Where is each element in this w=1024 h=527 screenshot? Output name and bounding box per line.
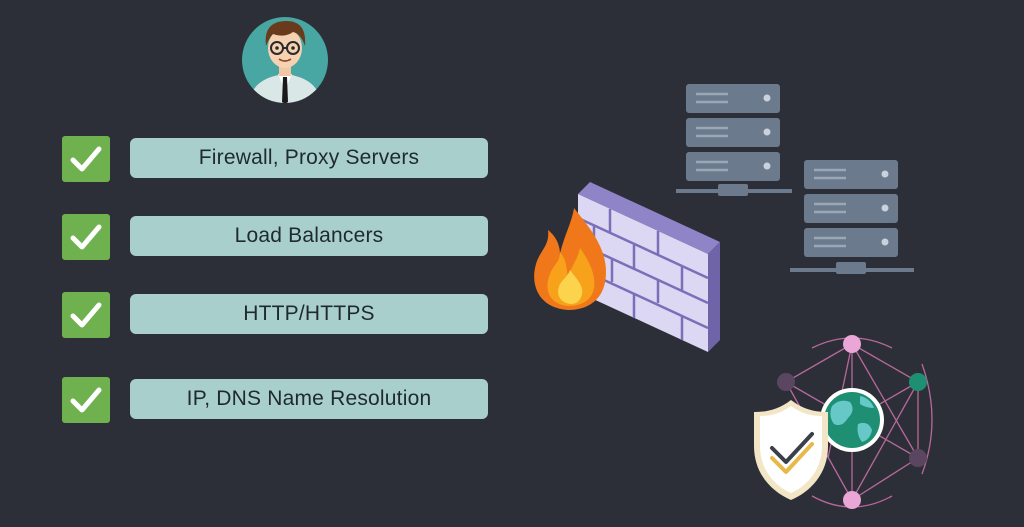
user-avatar: [242, 17, 328, 103]
checklist-label: IP, DNS Name Resolution: [130, 379, 488, 419]
fire-icon: [534, 208, 606, 310]
checkmark-icon: [62, 136, 110, 182]
checkmark-icon: [62, 214, 110, 260]
checklist-label: Load Balancers: [130, 216, 488, 256]
security-shield-icon: [754, 400, 828, 500]
globe-network-icon: [777, 335, 933, 509]
firewall-wall-icon: [577, 182, 720, 352]
checklist-row: IP, DNS Name Resolution: [62, 377, 492, 423]
server-rack-icon: [790, 160, 914, 274]
checkmark-icon: [62, 292, 110, 338]
server-rack-icon: [676, 84, 792, 196]
checkmark-icon: [62, 377, 110, 423]
checklist-row: Load Balancers: [62, 214, 492, 260]
checklist-row: HTTP/HTTPS: [62, 292, 492, 338]
checklist-row: Firewall, Proxy Servers: [62, 136, 492, 182]
checklist-label: HTTP/HTTPS: [130, 294, 488, 334]
checklist-label: Firewall, Proxy Servers: [130, 138, 488, 178]
